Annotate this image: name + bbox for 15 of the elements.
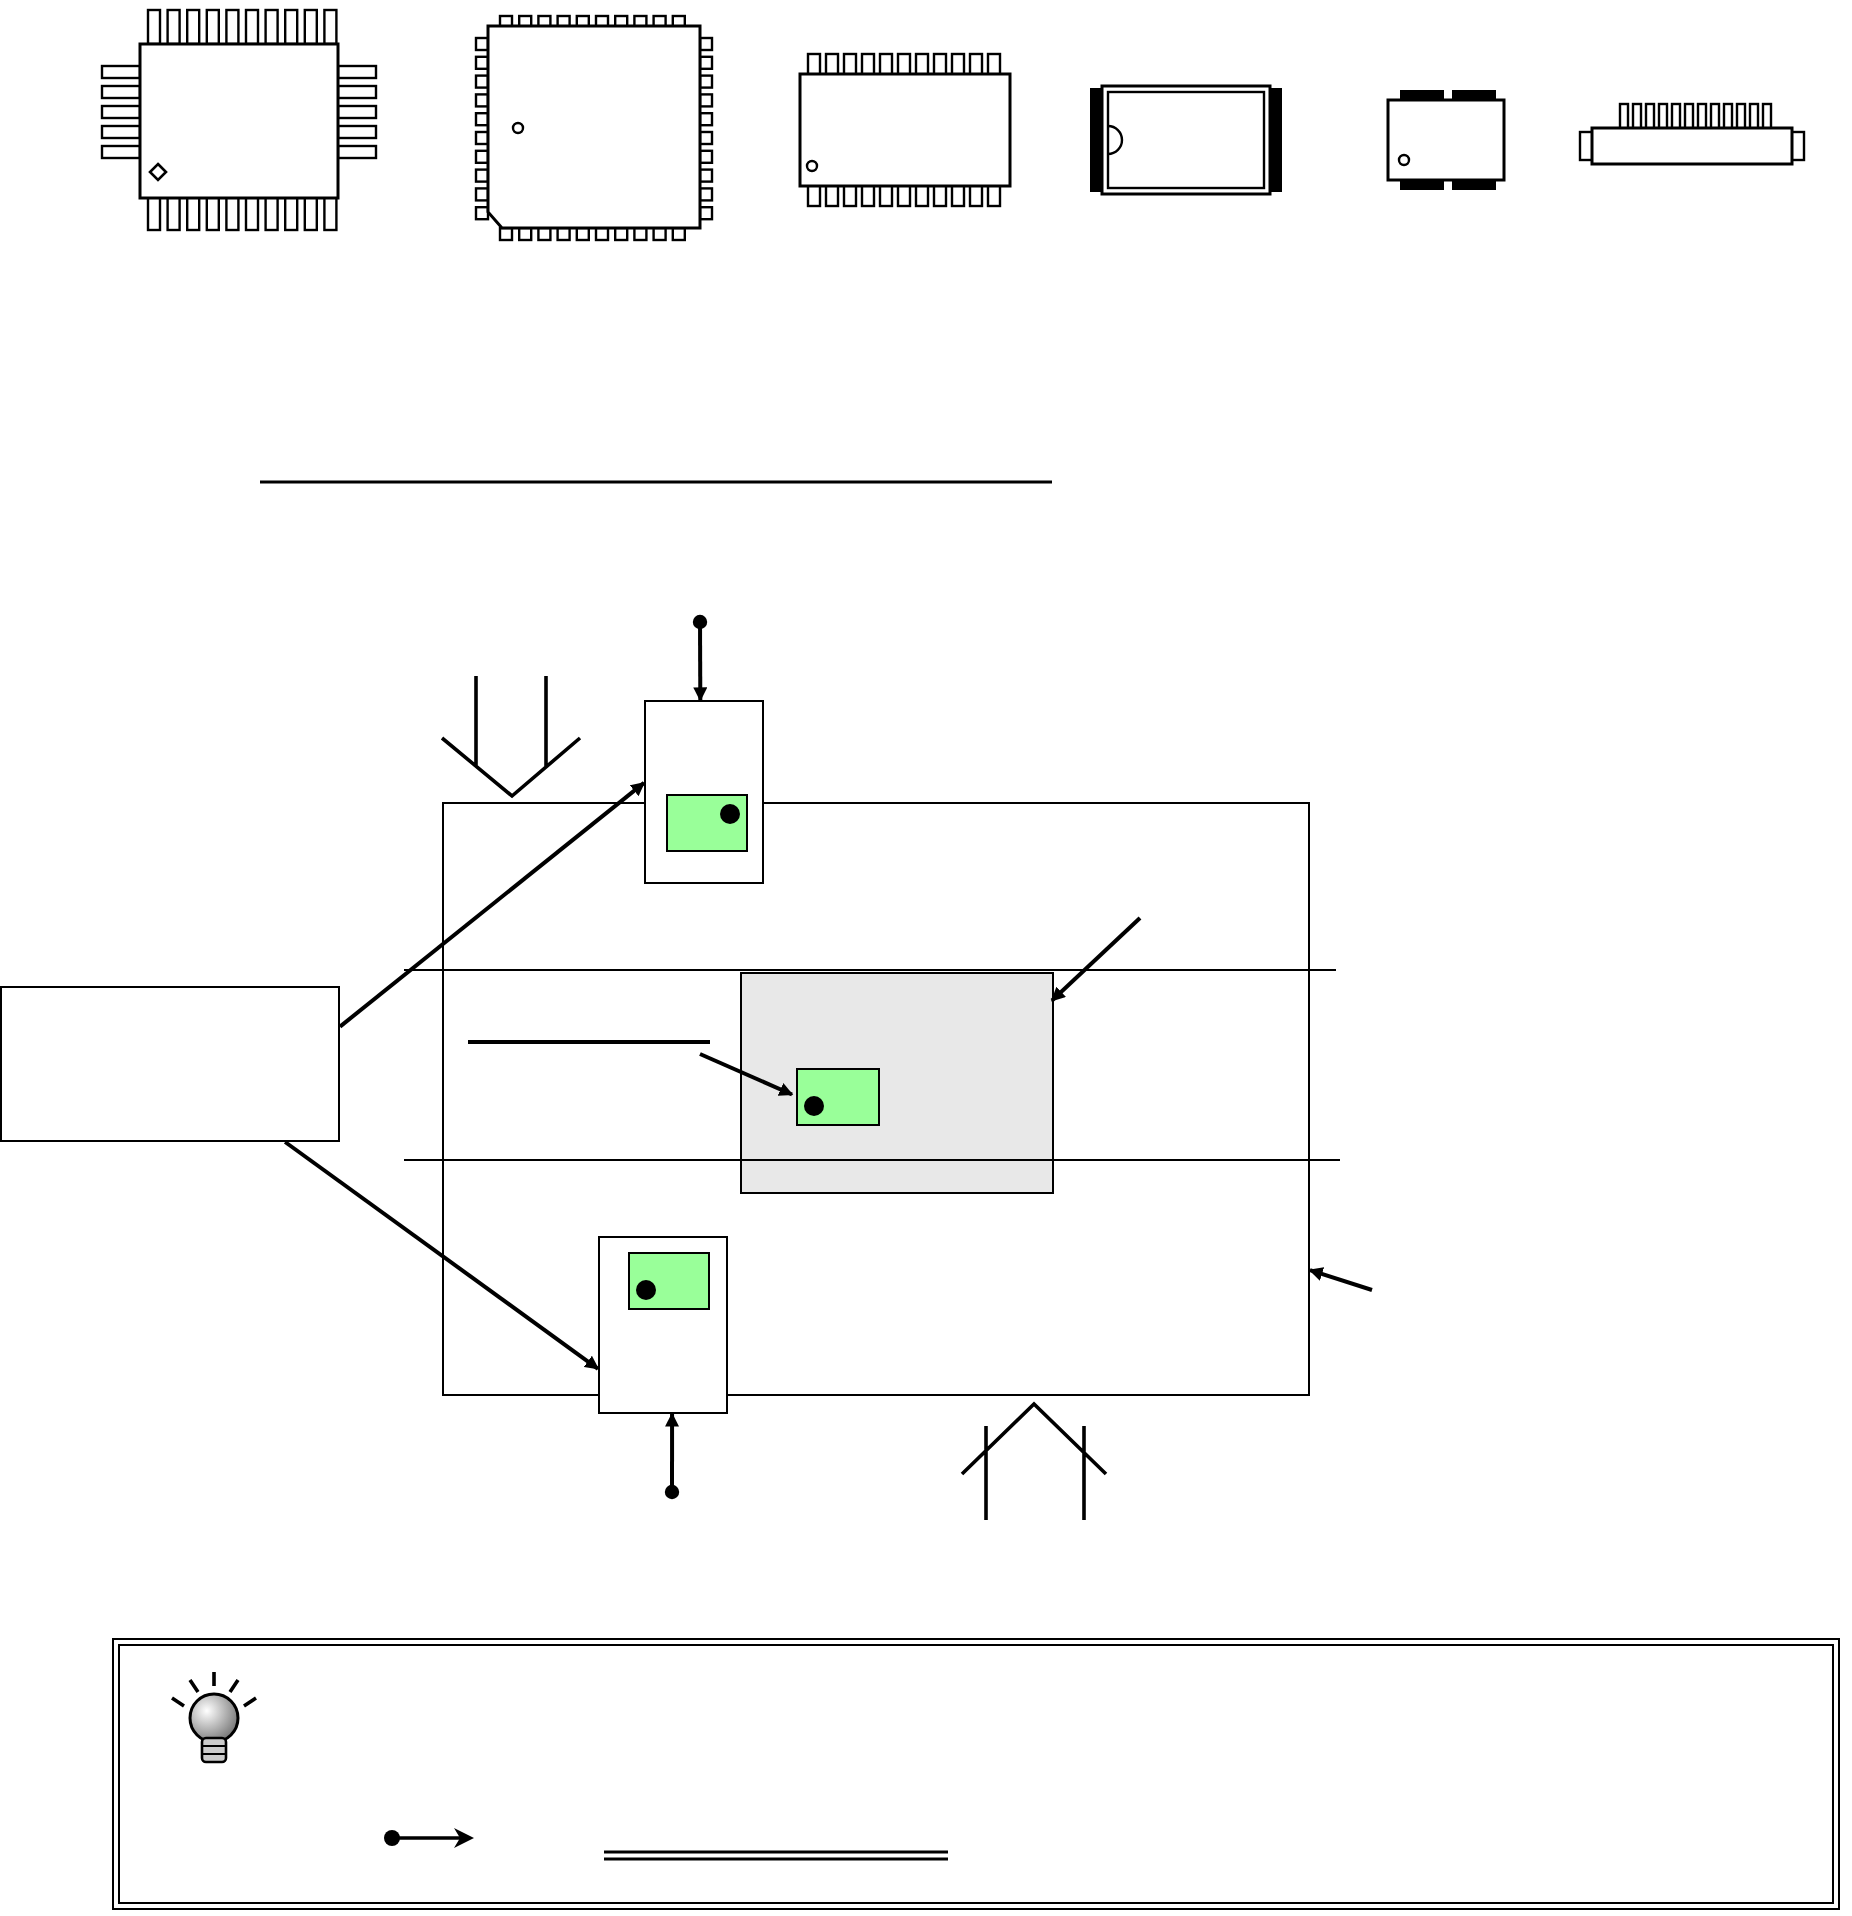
- arrow: [283, 1140, 600, 1371]
- package-box: [644, 700, 764, 884]
- shaded-area: [740, 972, 1054, 1194]
- arrow: [692, 614, 708, 702]
- arrow: [338, 781, 646, 1029]
- arrow: [664, 1412, 680, 1500]
- package-box: [598, 1236, 728, 1414]
- chip-box: [628, 1252, 710, 1310]
- arrow: [1308, 1267, 1373, 1292]
- arrow: [1050, 916, 1142, 1002]
- chip-box: [666, 794, 748, 852]
- arrow: [699, 1052, 794, 1097]
- region-box: [442, 802, 1310, 1396]
- callout-box: [0, 986, 340, 1142]
- chip-box: [796, 1068, 880, 1126]
